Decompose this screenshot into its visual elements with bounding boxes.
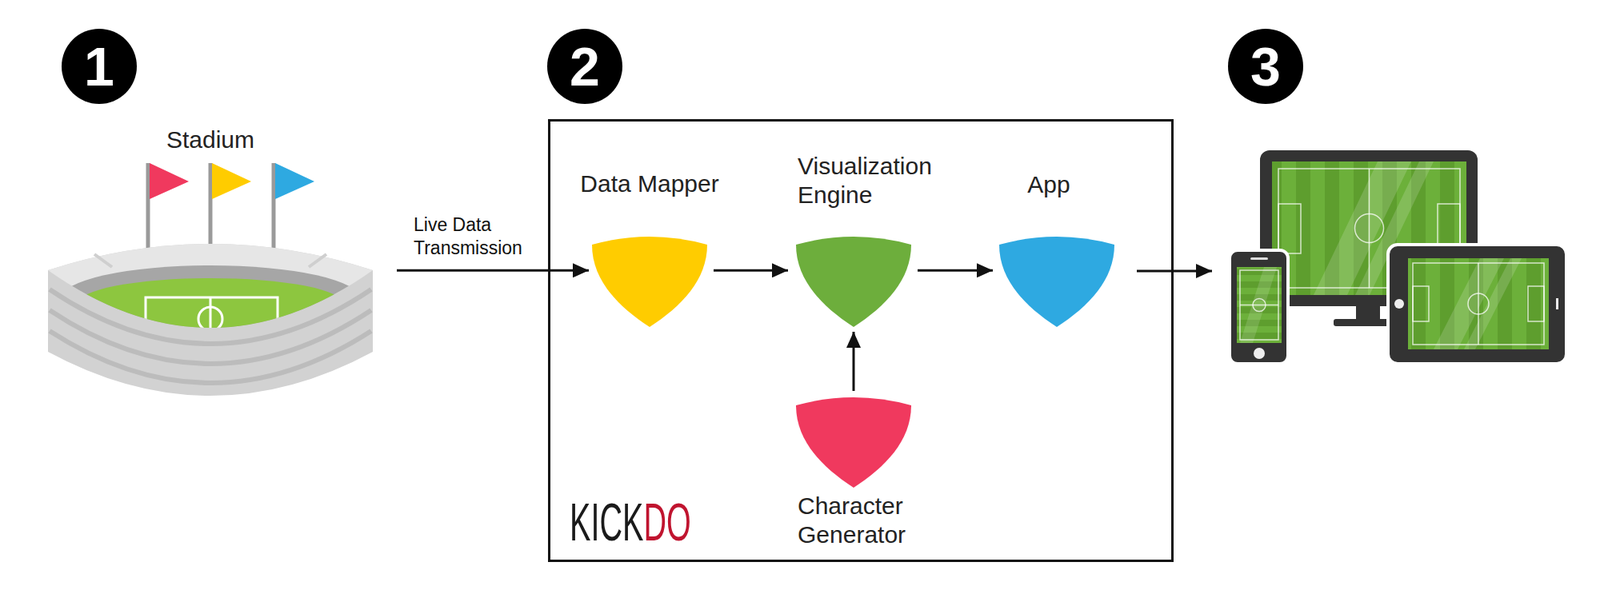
field-line (1528, 286, 1544, 322)
flag-pole (146, 163, 151, 252)
component-shield: Character Generator (796, 396, 912, 488)
flag (212, 163, 252, 200)
node-label: App (959, 170, 1139, 200)
pitch-rim (60, 265, 361, 333)
phone-button (1253, 348, 1265, 360)
flag-pole (208, 163, 213, 247)
phone-speaker (1250, 257, 1268, 260)
tablet-button (1394, 299, 1404, 309)
phone-bezel (1229, 250, 1288, 364)
component-shield: Visualization Engine (796, 236, 912, 328)
flag (149, 163, 189, 200)
flow-arrow (713, 269, 788, 272)
shield-outline (796, 236, 912, 328)
node-label: Stadium (48, 125, 373, 155)
pitch-grass (77, 278, 344, 330)
stand-tier (49, 331, 372, 384)
stadium-body (48, 244, 373, 396)
screen-glare (1464, 258, 1522, 350)
shield-outline (796, 396, 912, 488)
callout-number: 2 (544, 28, 625, 104)
system-boundary: Data MapperVisualization EngineAppCharac… (548, 119, 1174, 563)
stadium-illustration (48, 163, 373, 396)
component-shield: App (999, 236, 1115, 328)
logo-text: KICKDO (569, 496, 692, 549)
shield-shape (592, 236, 708, 328)
phone-screen (1236, 267, 1282, 344)
stand-divider (94, 254, 112, 268)
tablet-bezel (1388, 244, 1567, 364)
tablet-sensor (1556, 298, 1559, 310)
pitch-marking (198, 307, 223, 332)
flow-arrow (917, 269, 993, 272)
stand-divider (308, 254, 327, 268)
shield-shape (796, 397, 912, 488)
node-label: Visualization Engine (797, 152, 938, 210)
shield-outline (999, 236, 1115, 328)
flow-arrow (396, 269, 589, 272)
stadium-node: Stadium (48, 160, 373, 396)
output-arrow (1136, 270, 1212, 273)
shield-shape (796, 236, 912, 328)
pitch-marking (145, 297, 278, 330)
flag (275, 163, 315, 200)
flow-arrow (852, 332, 856, 392)
field-line (1278, 204, 1301, 254)
shield-shape (999, 236, 1115, 328)
pitch-marking (209, 297, 212, 330)
screen-glare (1240, 267, 1277, 344)
node-label: Character Generator (797, 492, 938, 550)
tablet-screen (1408, 258, 1549, 350)
devices-illustration (1229, 150, 1567, 364)
field-line (1412, 286, 1429, 322)
shield-outline (592, 236, 708, 328)
callout-number: 3 (1225, 28, 1306, 104)
component-shield: Data Mapper (592, 236, 708, 328)
callout-number: 1 (59, 28, 140, 104)
edge-label: Live Data Transmission (413, 213, 538, 260)
flag-pole (272, 163, 276, 252)
node-label: Data Mapper (560, 169, 740, 199)
pitch (60, 265, 361, 333)
